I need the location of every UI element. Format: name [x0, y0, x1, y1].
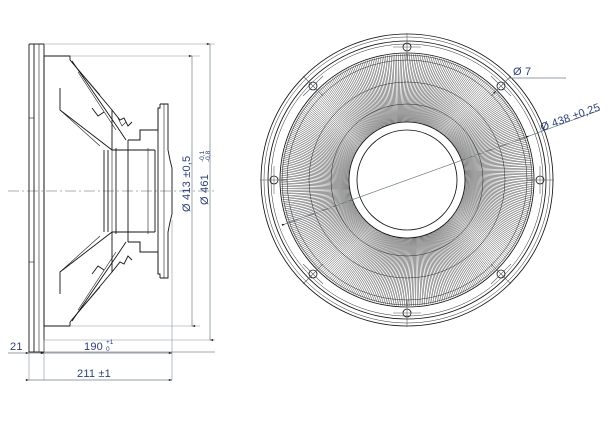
side-section-view: [8, 43, 215, 353]
dim-text-frame-diameter: Ø 461: [199, 174, 211, 205]
mounting-hole: [490, 263, 512, 285]
basket-frame-upper: [43, 55, 155, 191]
dim-text-cutout-diameter: Ø 413 ±0,5: [181, 156, 193, 212]
dim-text-overall-depth: 211 ±1: [77, 368, 111, 380]
vertical-dimension-group: Ø 413 ±0,5 Ø 461 -0,1 -0,8: [44, 43, 215, 341]
mounting-hole: [302, 263, 324, 285]
dim-text-bolt-hole-diameter: Ø 7: [513, 66, 531, 78]
basket-frame-lower: [43, 191, 155, 327]
mounting-hole: [393, 299, 421, 327]
dim-line-438: [281, 135, 530, 226]
mounting-hole: [393, 33, 421, 61]
dim-text-bolt-circle-diameter: Ø 438 ±0,25: [539, 101, 602, 134]
horizontal-dimension-group: 21 190 +1 0 211 ±1: [8, 220, 173, 381]
dim-text-flange-thickness: 21: [10, 341, 23, 353]
mounting-hole: [302, 75, 324, 97]
dim-tol-mounting-lower: 0: [106, 346, 110, 353]
dim-text-mounting-depth: 190: [84, 341, 103, 353]
mounting-flange-profile: [28, 43, 45, 353]
dim-tol-frame-lower: -0,8: [205, 150, 212, 162]
dim-tol-mounting-upper: +1: [106, 339, 114, 346]
dim-tol-frame-upper: -0,1: [199, 150, 206, 162]
magnet-assembly-profile: [127, 103, 173, 279]
front-view: Ø 7 Ø 438 ±0,25: [260, 33, 602, 327]
mounting-hole: [526, 166, 554, 194]
leader-bolt-hole-diameter: Ø 7: [493, 66, 566, 94]
voice-coil-assembly: [103, 148, 117, 234]
